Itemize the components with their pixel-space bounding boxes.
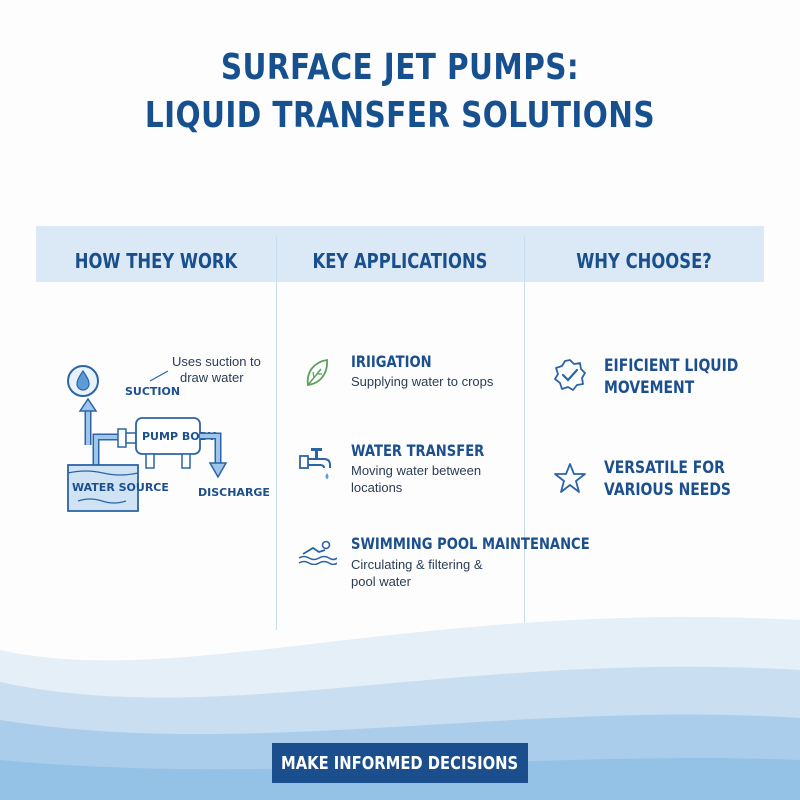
water-drop-icon [67,365,99,397]
column-header-band [36,226,764,282]
benefit-efficient: EIFICIENT LIQUID MOVEMENT [604,355,738,399]
app-title-irrigation: IRIIGATION [351,352,432,371]
badge-check-icon [554,359,586,391]
pump-body-label: PUMP BODY [142,430,217,443]
faucet-icon [299,448,331,479]
benefit-efficient-line-2: MOVEMENT [604,378,695,398]
note-line-2: draw water [180,370,244,385]
heading-how-they-work: HOW THEY WORK [74,249,238,273]
benefit-versatile-line-2: VARIOUS NEEDS [604,480,731,500]
app-title-water-transfer: WATER TRANSFER [351,441,485,460]
app-desc-swimming-pool-2: pool water [351,574,411,589]
title-line-2: LIQUID TRANSFER SOLUTIONS [144,95,656,136]
cta-button[interactable]: MAKE INFORMED DECISIONS [272,743,528,783]
app-desc-irrigation: Supplying water to crops [351,374,494,389]
benefit-versatile: VERSATILE FOR VARIOUS NEEDS [604,457,731,501]
suction-label: SUCTION [125,385,180,398]
star-icon [554,463,586,493]
page-title: SURFACE JET PUMPS: LIQUID TRANSFER SOLUT… [72,44,728,140]
cta-label: MAKE INFORMED DECISIONS [281,752,519,774]
title-line-1: SURFACE JET PUMPS: [220,47,580,88]
water-source-label: WATER SOURCE [72,481,169,494]
column-divider-1 [276,236,277,630]
app-desc-water-transfer-1: Moving water between [351,463,482,478]
discharge-label: DISCHARGE [198,486,270,499]
benefit-efficient-line-1: EIFICIENT LIQUID [604,356,739,376]
leaf-icon [306,358,328,387]
benefit-versatile-line-1: VERSATILE FOR [604,458,725,478]
heading-key-applications: KEY APPLICATIONS [312,249,488,273]
app-title-swimming-pool: SWIMMING POOL MAINTENANCE [351,534,590,553]
app-desc-water-transfer-2: locations [351,480,403,495]
heading-why-choose: WHY CHOOSE? [576,249,712,273]
pump-diagram: Uses suction to draw water SUCTION PUMP … [67,354,270,512]
column-divider-2 [524,236,525,630]
swimmer-icon [298,540,337,565]
note-line-1: Uses suction to [172,354,261,369]
app-desc-swimming-pool-1: Circulating & filtering & [351,557,483,572]
